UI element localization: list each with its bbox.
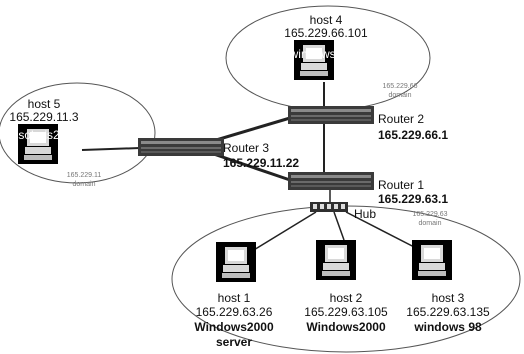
host-2-ip: 165.229.63.105	[304, 305, 388, 319]
host-2-name: host 2	[330, 291, 363, 305]
host-1-name: host 1	[218, 291, 251, 305]
router-2-name: Router 2	[378, 112, 424, 126]
router-3-name: Router 3	[223, 141, 269, 155]
router-1-name: Router 1	[378, 178, 424, 192]
router-1-icon	[288, 172, 374, 190]
host-5-os: solaris2.6	[18, 128, 70, 142]
router-3-icon	[138, 138, 224, 156]
host-4-os: windows2000	[289, 47, 363, 61]
link-hub-host1	[243, 211, 317, 257]
domain-top-ip: 165.229.66	[382, 83, 417, 90]
domain-ellipse-left	[0, 82, 156, 184]
hub-icon	[310, 202, 348, 212]
host-1-os: Windows2000	[194, 320, 274, 334]
host-1-os-line2: server	[216, 335, 252, 349]
domain-bottom-ip: 165.229.63	[412, 211, 447, 218]
domain-bottom-word: domain	[419, 220, 442, 227]
router-2-ip: 165.229.66.1	[378, 128, 448, 142]
link-hub-host2	[333, 211, 345, 241]
domain-top-word: domain	[389, 92, 412, 99]
router-3-ip: 165.229.11.22	[223, 156, 299, 170]
host-3-computer-icon	[412, 240, 452, 280]
host-1-computer-icon	[216, 242, 256, 282]
host-3-ip: 165.229.63.135	[406, 305, 490, 319]
host-2-computer-icon	[316, 240, 356, 280]
host-1-ip: 165.229.63.26	[196, 305, 273, 319]
link-hub-host3	[345, 211, 421, 251]
host-3-os: windows 98	[413, 320, 482, 334]
host-2-os: Windows2000	[306, 320, 386, 334]
host-4-name: host 4	[310, 13, 343, 27]
link-host5-router3	[81, 147, 141, 151]
domain-left-word: domain	[73, 181, 96, 188]
router-2-icon	[288, 106, 374, 124]
hub-label: Hub	[354, 207, 376, 221]
host-3-name: host 3	[432, 291, 465, 305]
router-1-ip: 165.229.63.1	[378, 192, 448, 206]
domain-left-ip: 165.229.11	[67, 172, 102, 179]
host-5-ip: 165.229.11.3	[9, 110, 79, 124]
host-4-ip: 165.229.66.101	[284, 26, 368, 40]
host-5-name: host 5	[28, 97, 61, 111]
